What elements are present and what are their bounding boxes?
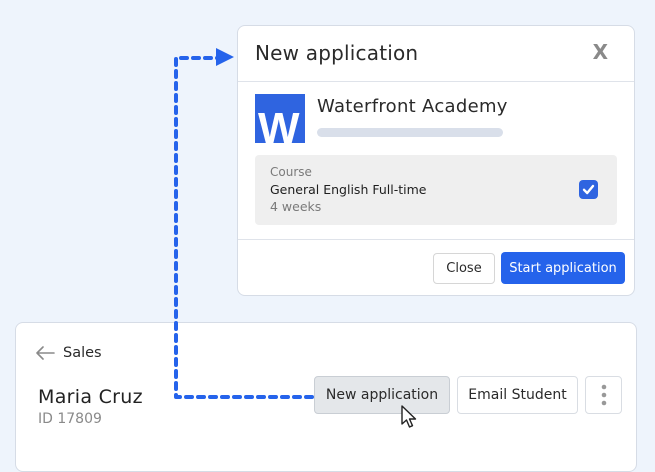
more-options-button[interactable] bbox=[585, 376, 622, 414]
new-application-modal: New application X W Waterfront Academy C… bbox=[237, 25, 635, 296]
course-label: Course bbox=[270, 165, 312, 179]
student-name: Maria Cruz bbox=[38, 386, 143, 408]
start-application-button[interactable]: Start application bbox=[501, 252, 625, 284]
close-button[interactable]: Close bbox=[433, 253, 495, 284]
course-name: General English Full-time bbox=[270, 182, 427, 197]
course-duration: 4 weeks bbox=[270, 199, 322, 214]
logo-letter: W bbox=[258, 104, 300, 143]
arrow-left-icon bbox=[36, 346, 55, 360]
modal-header: New application X bbox=[238, 26, 634, 82]
checkmark-icon bbox=[582, 184, 595, 195]
loading-placeholder-bar bbox=[317, 128, 503, 137]
back-to-sales-link[interactable]: Sales bbox=[35, 345, 102, 361]
new-application-button[interactable]: New application bbox=[314, 376, 450, 414]
course-option[interactable]: Course General English Full-time 4 weeks bbox=[255, 155, 617, 225]
vertical-dots-icon bbox=[601, 384, 606, 406]
student-id: ID 17809 bbox=[38, 411, 102, 427]
mouse-cursor-icon bbox=[401, 405, 417, 428]
modal-title: New application bbox=[255, 41, 419, 65]
school-logo: W bbox=[255, 94, 305, 143]
back-label: Sales bbox=[63, 345, 102, 361]
close-icon[interactable]: X bbox=[592, 40, 608, 64]
divider bbox=[238, 239, 634, 240]
course-checkbox[interactable] bbox=[579, 180, 598, 199]
school-name: Waterfront Academy bbox=[317, 96, 508, 117]
email-student-button[interactable]: Email Student bbox=[457, 376, 578, 414]
student-card: Sales Maria Cruz ID 17809 New applicatio… bbox=[15, 322, 637, 472]
